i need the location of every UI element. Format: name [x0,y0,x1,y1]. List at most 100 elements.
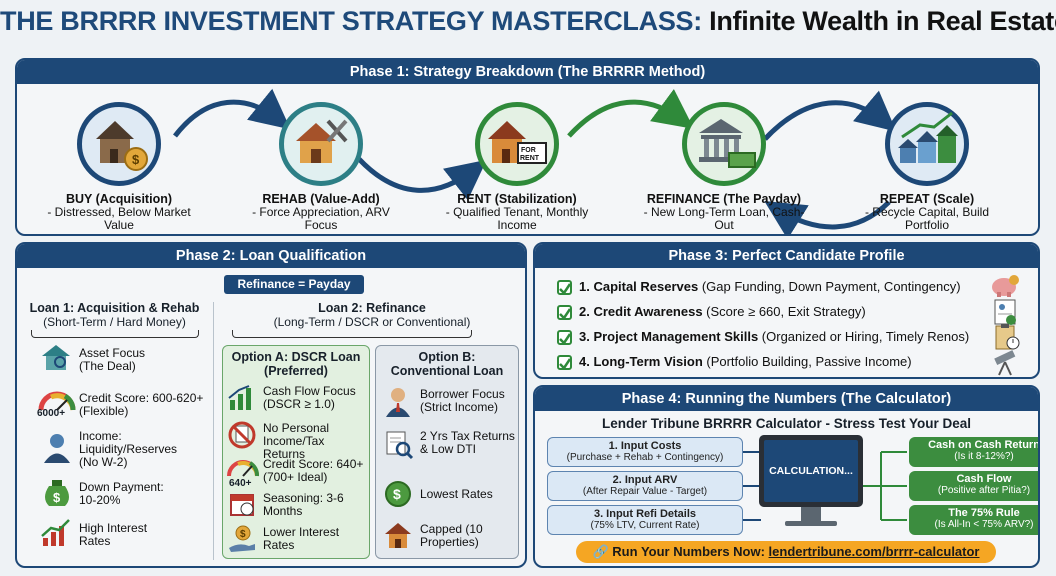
option-b-item-1: Borrower Focus (Strict Income) [420,387,505,414]
option-b-subtitle: Conventional Loan [390,364,504,378]
phase3-item-2: 2. Credit Awareness (Score ≥ 660, Exit S… [579,305,999,318]
businessman-icon [384,386,412,423]
phase3-panel: Phase 3: Perfect Candidate Profile 1. Ca… [533,242,1040,379]
phase3-item-4: 4. Long-Term Vision (Portfolio Building,… [579,355,999,368]
option-a-title: Option A: DSCR Loan [231,350,361,364]
credit-report-icon [993,298,1019,331]
cashflow-sub: (Positive after Pitia?) [937,485,1031,496]
rising-chart-icon [39,518,73,553]
svg-text:FOR: FOR [521,147,536,154]
cash-flow-button[interactable]: Cash Flow(Positive after Pitia?) [909,471,1038,501]
stage-refinance-label: REFINANCE (The Payday)- New Long-Term Lo… [642,193,806,232]
input-arv-title: 2. Input ARV [612,474,678,486]
svg-text:$: $ [132,152,140,167]
phase2-header: Phase 2: Loan Qualification [17,244,525,268]
option-a-subtitle: (Preferred) [264,364,328,378]
coc-sub: (Is it 8-12%?) [954,451,1014,462]
loan1-item-4: Down Payment: 10-20% [79,480,164,507]
loan1-subtitle: (Short-Term / Hard Money) [43,315,186,329]
monitor-stand [801,507,821,521]
bank-cash-icon [682,102,766,186]
arrow-repeat-refinance [764,200,891,234]
option-a-item-1: Cash Flow Focus (DSCR ≥ 1.0) [263,384,356,411]
check-icon [557,280,572,295]
input-costs-sub: (Purchase + Rehab + Contingency) [566,452,724,463]
stage-rent-desc: - Qualified Tenant, Monthly Income [445,205,589,232]
rule75-title: The 75% Rule [948,507,1020,519]
cash-on-cash-button[interactable]: Cash on Cash Return(Is it 8-12%?) [909,437,1038,467]
bar-chart-icon [227,384,257,417]
no-documents-icon [228,421,256,454]
svg-text:$: $ [393,486,401,502]
arrow-rehab-rent [357,157,487,201]
title-part-2: Infinite Wealth in Real Estate [709,6,1056,36]
input-arv-button[interactable]: 2. Input ARV(After Repair Value - Target… [547,471,743,501]
input-refi-sub: (75% LTV, Current Rate) [590,520,700,531]
phase3-item-3: 3. Project Management Skills (Organized … [579,330,999,343]
svg-text:$: $ [53,490,61,505]
loan1-item-3: Income: Liquidity/Reserves (No W-2) [79,429,178,469]
rule75-sub: (Is All-In < 75% ARV?) [934,519,1034,530]
calendar-icon [229,491,255,522]
clipboard-clock-icon [993,323,1021,356]
hand-coin-icon: $ [227,524,257,559]
input-costs-button[interactable]: 1. Input Costs(Purchase + Rehab + Contin… [547,437,743,467]
loan1-item-5: High Interest Rates [79,521,148,548]
option-a-item-5: Lower Interest Rates [263,525,340,552]
input-refi-button[interactable]: 3. Input Refi Details(75% LTV, Current R… [547,505,743,535]
phase3-header: Phase 3: Perfect Candidate Profile [535,244,1038,268]
phase3-item-4-bold: 4. Long-Term Vision [579,354,703,369]
option-b-item-3: Lowest Rates [420,487,493,501]
arrow-refinance-repeat [763,90,897,141]
house-search-icon [39,342,73,377]
dollar-coin-icon: $ [384,480,412,513]
stage-buy-desc: - Distressed, Below Market Value [47,205,191,232]
phase3-item-1-bold: 1. Capital Reserves [579,279,699,294]
option-b-item-4: Capped (10 Properties) [420,522,483,549]
portfolio-growth-icon [885,102,969,186]
loan2-subtitle: (Long-Term / DSCR or Conventional) [273,315,471,329]
loan1-underline [31,330,199,338]
option-a-box: Option A: DSCR Loan (Preferred) Cash Flo… [222,345,370,559]
stage-rent-label: RENT (Stabilization)- Qualified Tenant, … [445,193,589,232]
phase3-item-2-bold: 2. Credit Awareness [579,304,703,319]
stage-refinance-desc: - New Long-Term Loan, Cash-Out [643,205,805,232]
stage-repeat-label: REPEAT (Scale)- Recycle Capital, Build P… [855,193,999,232]
page-title: THE BRRRR INVESTMENT STRATEGY MASTERCLAS… [0,6,1056,37]
loan1-title: Loan 1: Acquisition & Rehab [29,301,200,315]
computer-monitor-icon: CALCULATION... [759,435,863,507]
piggy-bank-icon [989,272,1021,303]
phase1-panel: Phase 1: Strategy Breakdown (The BRRRR M… [15,58,1040,236]
phase3-item-1-rest: (Gap Funding, Down Payment, Contingency) [698,279,961,294]
input-costs-title: 1. Input Costs [608,440,682,452]
input-arv-sub: (After Repair Value - Target) [582,486,708,497]
house-tools-icon [279,102,363,186]
person-icon [41,432,73,469]
stage-rent-title: RENT (Stabilization) [457,192,577,206]
phase3-item-4-rest: (Portfolio Building, Passive Income) [702,354,912,369]
phase2-panel: Phase 2: Loan Qualification Refinance = … [15,242,527,568]
loan1-gauge-label: 6000+ [37,408,66,419]
gauge-icon [226,456,260,485]
arrow-rent-refinance [567,89,695,138]
phase4-subtitle: Lender Tribune BRRRR Calculator - Stress… [601,416,972,431]
rule-75-button[interactable]: The 75% Rule(Is All-In < 75% ARV?) [909,505,1038,535]
phase4-header: Phase 4: Running the Numbers (The Calcul… [535,387,1038,411]
cta-link[interactable]: lendertribune.com/brrrr-calculator [768,544,980,559]
phase3-item-1: 1. Capital Reserves (Gap Funding, Down P… [579,280,999,293]
stage-rehab-label: REHAB (Value-Add)- Force Appreciation, A… [249,193,393,232]
loan1-item-2: Credit Score: 600-620+ (Flexible) [79,391,204,418]
document-magnifier-icon [384,430,414,465]
phase3-item-3-bold: 3. Project Management Skills [579,329,759,344]
phase4-panel: Phase 4: Running the Numbers (The Calcul… [533,385,1040,568]
telescope-icon [991,348,1021,377]
payday-badge: Refinance = Payday [224,275,364,294]
stage-rehab-title: REHAB (Value-Add) [262,192,380,206]
loan1-item-1: Asset Focus (The Deal) [79,346,146,373]
cta-banner[interactable]: 🔗 Run Your Numbers Now: lendertribune.co… [576,541,996,563]
calculator-screen: CALCULATION... [764,440,858,502]
stage-rehab-desc: - Force Appreciation, ARV Focus [252,205,390,232]
check-icon [557,305,572,320]
option-b-item-2: 2 Yrs Tax Returns & Low DTI [420,429,515,456]
